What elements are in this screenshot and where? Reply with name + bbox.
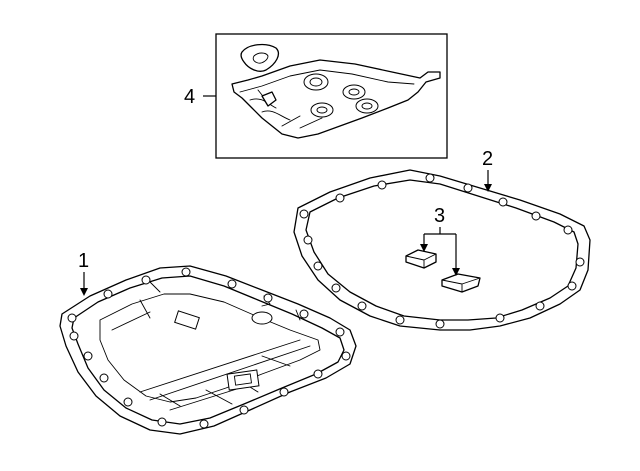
- oil-pan-drain-plug: [251, 311, 273, 325]
- filter-tab: [261, 91, 277, 107]
- filter-body-rim: [239, 69, 415, 93]
- oil-pan-part-group[interactable]: [59, 265, 357, 435]
- callout-3-arrowhead-a: [420, 244, 428, 252]
- filter-port-2: [342, 84, 366, 100]
- filter-port-2-inner: [348, 88, 360, 96]
- callout-3-leader: [423, 227, 457, 270]
- filter-seal-inner: [252, 52, 269, 64]
- oil-pan-drain-boss: [174, 310, 200, 330]
- oil-pan-bolt-holes: [67, 267, 351, 429]
- callout-2-label: 2: [482, 148, 493, 170]
- callout-3-label: 3: [434, 205, 445, 227]
- filter-body-shape: [231, 59, 441, 139]
- callout-1-label: 1: [78, 250, 89, 272]
- filter-port-1: [303, 73, 329, 91]
- filter-port-3: [310, 102, 334, 118]
- filter-port-1-inner: [309, 77, 323, 87]
- callout-2-arrowhead: [484, 184, 492, 192]
- gasket-inner-edge: [305, 179, 579, 321]
- callout-1-arrowhead: [80, 288, 88, 296]
- callout-3-arrowhead-b: [452, 268, 460, 276]
- gasket-outer-edge: [293, 169, 591, 331]
- oil-pan-floor: [99, 293, 321, 403]
- filter-port-4-inner: [361, 102, 373, 110]
- callout-4-label: 4: [184, 86, 195, 108]
- magnet-1-top: [405, 253, 437, 269]
- gasket-bolt-holes: [299, 173, 585, 329]
- oil-pan-center-boss-inner: [233, 373, 252, 386]
- gasket-part-group[interactable]: [293, 169, 591, 331]
- filter-port-3-inner: [316, 106, 328, 114]
- magnet-2: [441, 273, 481, 293]
- oil-pan-center-boss: [226, 369, 260, 391]
- magnet-2-top: [441, 277, 481, 293]
- filter-seal-shape: [240, 43, 280, 72]
- magnets-part-group[interactable]: [405, 249, 481, 293]
- filter-port-4: [355, 98, 379, 114]
- filter-part-group[interactable]: [215, 33, 448, 159]
